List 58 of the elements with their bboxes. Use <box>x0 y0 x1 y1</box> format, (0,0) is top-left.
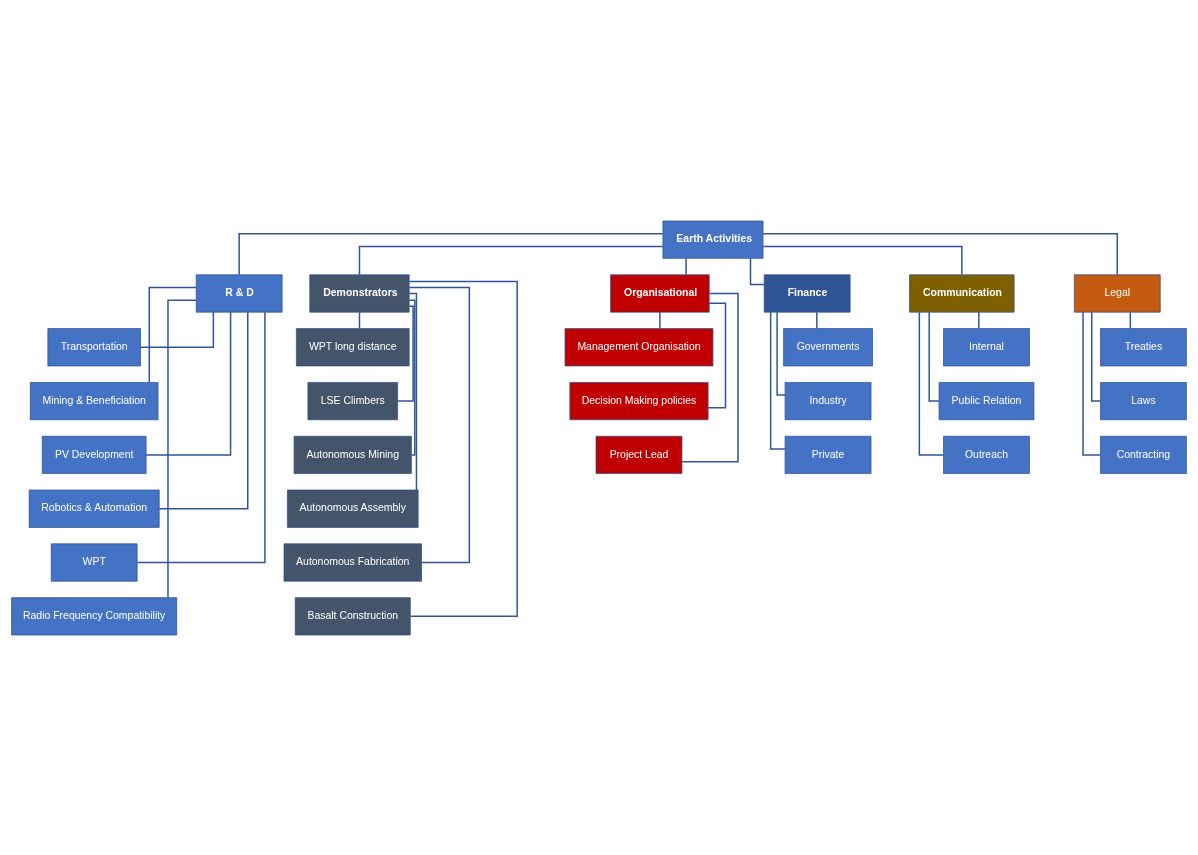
connector <box>816 311 818 329</box>
node-box: WPT long distance <box>295 327 410 366</box>
node-box: WPT <box>50 542 138 582</box>
node-box: Demonstrators <box>309 273 410 313</box>
node-box: Project Lead <box>595 435 683 474</box>
node-box: Industry <box>784 381 872 420</box>
connector <box>238 232 664 275</box>
node-box: Legal <box>1073 273 1161 313</box>
node-box: Mining & Beneficiation <box>29 381 159 420</box>
connector <box>148 286 197 383</box>
node-box: Contracting <box>1100 435 1187 474</box>
connector <box>918 311 945 456</box>
node-box: Communication <box>909 273 1015 313</box>
connector <box>358 245 664 275</box>
connector <box>408 280 518 617</box>
node-box: Governments <box>783 327 873 366</box>
node-box: Earth Activities <box>662 220 764 259</box>
node-box: Public Relation <box>938 381 1035 420</box>
connector <box>749 257 765 285</box>
connector <box>1082 311 1101 456</box>
connector <box>408 298 416 456</box>
node-box: Radio Frequency Compatibility <box>11 596 178 635</box>
node-box: Autonomous Fabrication <box>283 542 422 582</box>
connector <box>707 301 727 409</box>
connector <box>167 298 197 598</box>
connector <box>408 286 471 563</box>
connector <box>145 311 232 456</box>
connector <box>685 257 687 275</box>
node-box: Robotics & Automation <box>28 489 160 528</box>
connector <box>408 292 418 491</box>
connector <box>681 292 739 462</box>
node-box: Outreach <box>943 435 1030 474</box>
node-box: Autonomous Mining <box>293 435 412 474</box>
connector <box>978 311 980 329</box>
node-box: Organisational <box>610 273 710 313</box>
connector <box>928 310 940 402</box>
node-box: PV Development <box>41 435 147 474</box>
node-box: R & D <box>195 273 283 313</box>
node-box: Laws <box>1100 381 1187 420</box>
connector <box>762 232 1118 275</box>
connector <box>139 311 215 348</box>
node-box: Private <box>784 435 872 474</box>
node-box: Management Organisation <box>564 327 714 366</box>
node-box: Basalt Construction <box>294 596 411 635</box>
node-box: Internal <box>943 327 1030 366</box>
node-box: Decision Making policies <box>569 381 709 420</box>
node-box: Transportation <box>47 327 141 366</box>
connector <box>659 311 661 329</box>
connector <box>158 310 249 509</box>
node-box: LSE Climbers <box>307 381 398 420</box>
connector <box>762 245 963 275</box>
connector <box>397 304 414 402</box>
node-box: Treaties <box>1100 327 1187 366</box>
node-box: Finance <box>763 273 851 313</box>
connector <box>1091 310 1101 402</box>
node-box: Autonomous Assembly <box>287 489 419 528</box>
connector <box>776 311 786 396</box>
connector <box>136 310 266 563</box>
